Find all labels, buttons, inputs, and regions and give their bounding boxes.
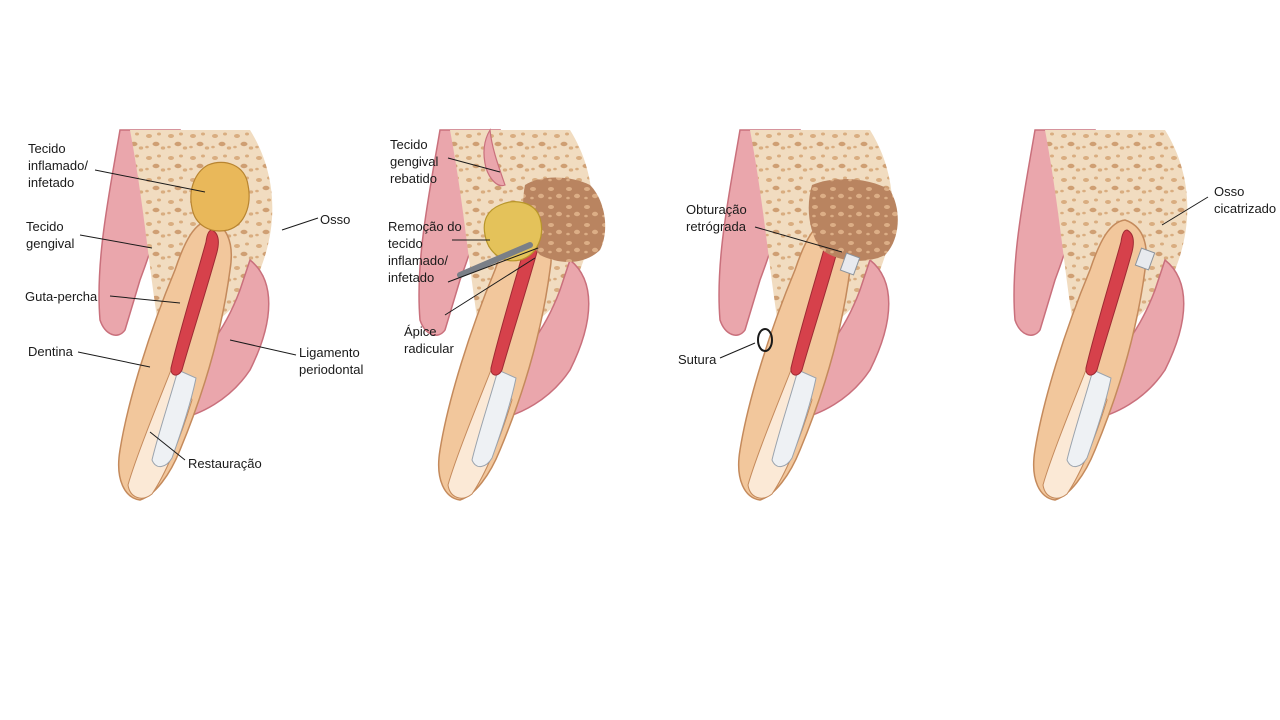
label-gutta-percha: Guta-percha [25,289,98,304]
label-retracted-gingival-tissue: Tecido gengival rebatido [390,137,439,186]
retrograde-filling-shape [839,252,861,276]
leader-lines [77,157,1209,461]
label-dentin: Dentina [28,344,73,359]
retrograde-filling-healed-shape [1134,247,1156,271]
lesion-shape [190,161,250,232]
label-periodontal-ligament: Ligamento periodontal [299,345,364,377]
panel-4-tooth [1013,129,1189,501]
surgical-instrument-shape [457,242,533,278]
label-bone: Osso [320,212,351,227]
panel-2-tooth [418,128,606,501]
bone-cavity-shape [523,177,606,262]
label-healed-bone: Osso cicatrizado [1214,184,1277,216]
label-retrograde-filling: Obturação retrógrada [686,202,747,234]
label-suture: Sutura [678,352,717,367]
label-gingival-tissue: Tecido gengival [26,219,75,251]
panel-1-tooth [98,129,274,501]
label-root-apex: Ápice radicular [404,324,454,356]
label-removal-inflamed-tissue: Remoção do tecido inflamado/ infetado [388,219,462,285]
panel-3-tooth [718,129,898,501]
bone-cavity-shape [808,178,898,261]
label-inflamed-tissue: Tecido inflamado/ infetado [28,141,88,190]
suture-shape [757,328,773,352]
label-restoration: Restauração [188,456,262,471]
